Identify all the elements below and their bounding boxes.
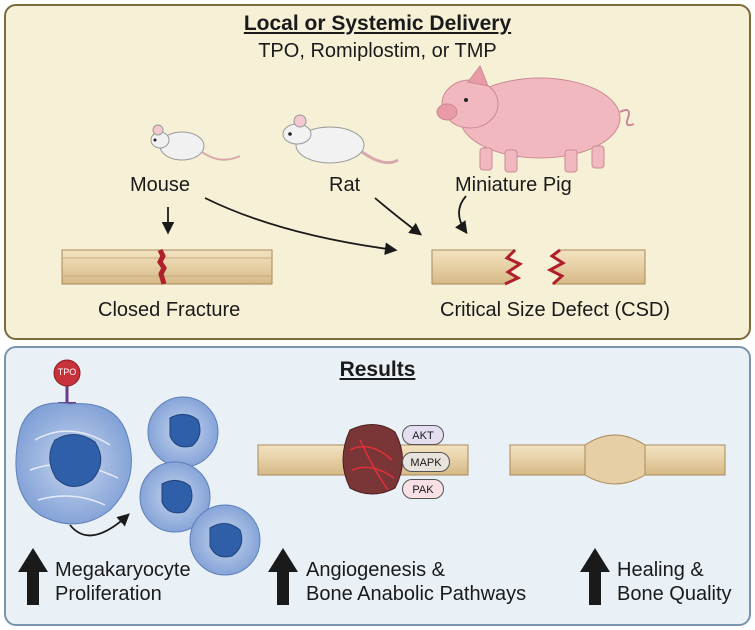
angiogenesis-outcome-line2: Bone Anabolic Pathways <box>306 583 527 605</box>
blood-vessels <box>349 439 395 491</box>
megakaryocyte-outcome-line2: Proliferation <box>55 583 162 605</box>
tpo-receptor-label: TPO <box>57 367 77 377</box>
pathway-pak: PAK <box>402 479 444 499</box>
csd-bones <box>431 248 646 286</box>
healing-outcome-line1: Healing & <box>617 559 704 581</box>
megakaryocyte-outcome-line1: Megakaryocyte <box>55 559 191 581</box>
pathway-akt: AKT <box>402 425 444 445</box>
csd-label: Critical Size Defect (CSD) <box>440 299 671 321</box>
delivery-agents: TPO, Romiplostim, or TMP <box>258 40 497 62</box>
callus-bone <box>257 424 469 495</box>
mouse-to-csd-arrow <box>204 197 398 255</box>
healing-up-arrow <box>580 548 610 605</box>
results-heading: Results <box>339 358 416 381</box>
rat-icon <box>282 114 399 165</box>
mouse-icon <box>150 124 241 161</box>
angiogenesis-up-arrow <box>268 548 298 605</box>
pig-to-csd-arrow <box>455 195 468 235</box>
megakaryocyte-up-arrow <box>18 548 48 605</box>
mouse-label: Mouse <box>130 174 191 196</box>
closed-fracture-label: Closed Fracture <box>98 299 241 321</box>
rat-label: Rat <box>329 174 361 196</box>
megakaryocyte-large-cell <box>15 402 132 525</box>
megakaryocyte-daughter-cells <box>139 396 261 576</box>
closed-fracture-bone <box>61 248 273 285</box>
delivery-arrows <box>161 195 468 255</box>
healing-outcome-line2: Bone Quality <box>617 583 732 605</box>
pig-icon <box>436 64 635 173</box>
fracture-line <box>157 248 167 285</box>
pathway-mapk: MAPK <box>402 452 450 472</box>
delivery-heading: Local or Systemic Delivery <box>243 12 512 35</box>
angiogenesis-outcome-line1: Angiogenesis & <box>306 559 445 581</box>
rat-to-csd-arrow <box>374 197 423 236</box>
pig-label: Miniature Pig <box>455 174 572 196</box>
healed-bone <box>509 434 726 485</box>
proliferation-arrow <box>69 513 130 537</box>
up-arrow-icons <box>18 548 610 605</box>
